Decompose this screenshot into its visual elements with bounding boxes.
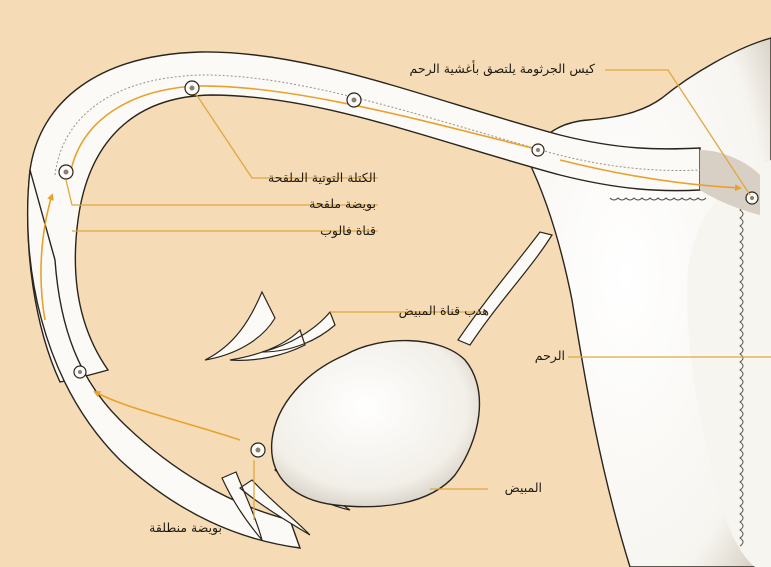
- label-released-ovum: بويضة منطلقة: [149, 522, 222, 535]
- label-morula: الكتلة التوتية الملقحة: [268, 172, 376, 185]
- label-fimbriae: هدب قناة المبيض: [399, 305, 489, 318]
- cell-nucleus: [64, 170, 69, 175]
- cell-nucleus: [190, 86, 195, 91]
- cell-nucleus: [78, 370, 82, 374]
- label-fallopian-tube: قناة فالوب: [320, 225, 376, 238]
- cell-nucleus: [750, 196, 754, 200]
- label-blastocyst-attaching: كيس الجرثومة يلتصق بأغشية الرحم: [410, 63, 595, 76]
- cell-nucleus: [352, 98, 357, 103]
- cell-nucleus: [536, 148, 540, 152]
- label-uterus: الرحم: [535, 350, 565, 363]
- cell-nucleus: [256, 448, 261, 453]
- label-ovary: المبيض: [505, 482, 542, 495]
- label-fertilized-ovum: بويضة ملقحة: [309, 198, 376, 211]
